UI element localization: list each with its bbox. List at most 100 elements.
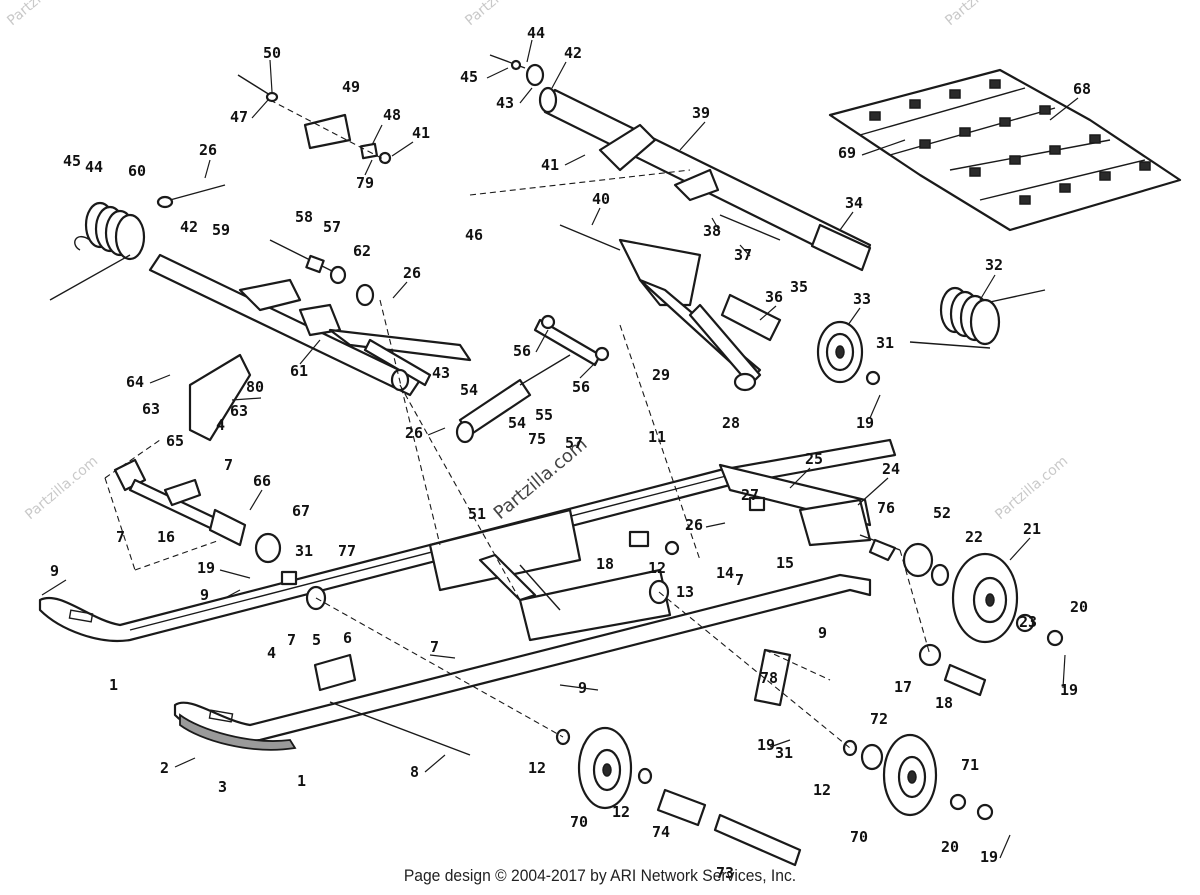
callout-9-left: 9 [50, 562, 59, 580]
rear-axle-wheel [859, 534, 1064, 697]
callout-60: 60 [128, 162, 146, 180]
callout-67: 67 [292, 502, 310, 520]
callout-68: 68 [1073, 80, 1091, 98]
callout-26-shock: 26 [405, 424, 423, 442]
callout-13: 13 [676, 583, 694, 601]
callout-23: 23 [1019, 613, 1037, 631]
callout-22: 22 [965, 528, 983, 546]
callout-12-lower: 12 [612, 803, 630, 821]
callout-7-left: 7 [116, 528, 125, 546]
callout-34: 34 [845, 194, 863, 212]
rear-upper-shaft [489, 54, 872, 272]
callout-77: 77 [338, 542, 356, 560]
callout-62: 62 [353, 242, 371, 260]
callout-1-upper: 1 [109, 676, 118, 694]
watermark-right: Partzilla.com [992, 453, 1071, 523]
callout-51: 51 [468, 505, 486, 523]
callout-40: 40 [592, 190, 610, 208]
callout-73: 73 [716, 864, 734, 882]
callout-15: 15 [776, 554, 794, 572]
callout-7-frame: 18 [596, 555, 614, 573]
callout-66: 66 [253, 472, 271, 490]
callout-72: 72 [870, 710, 888, 728]
callout-58: 58 [295, 208, 313, 226]
callout-19-last: 19 [980, 848, 998, 866]
callout-70-right: 70 [850, 828, 868, 846]
callout-78: 78 [760, 669, 778, 687]
callout-47: 47 [230, 108, 248, 126]
callout-63-right: 63 [230, 402, 248, 420]
callout-29: 29 [652, 366, 670, 384]
callout-31-bottom: 31 [775, 744, 793, 762]
callout-26-mid: 26 [403, 264, 421, 282]
frame-crossmembers [280, 463, 872, 692]
callout-35: 35 [790, 278, 808, 296]
decal-49 [237, 74, 392, 165]
callout-20-bottom: 20 [941, 838, 959, 856]
callout-20-right: 20 [1070, 598, 1088, 616]
callout-3: 3 [218, 778, 227, 796]
callout-63-left: 63 [142, 400, 160, 418]
callout-31-left: 31 [295, 542, 313, 560]
callout-19-left: 19 [197, 559, 215, 577]
callout-65: 65 [166, 432, 184, 450]
callout-5: 5 [312, 631, 321, 649]
callout-7-lower: 7 [430, 638, 439, 656]
callout-26-frame: 26 [685, 516, 703, 534]
copyright-footer: Page design © 2004-2017 by ARI Network S… [403, 866, 797, 885]
callout-54-lower: 54 [508, 414, 526, 432]
callout-41: 41 [412, 124, 430, 142]
callout-16: 16 [157, 528, 175, 546]
callout-19-upper: 19 [856, 414, 874, 432]
front-bracket [113, 353, 282, 564]
callout-21: 21 [1023, 520, 1041, 538]
callout-70-left: 70 [570, 813, 588, 831]
callout-43: 43 [496, 94, 514, 112]
callout-18: 18 [935, 694, 953, 712]
callout-9-right: 9 [818, 624, 827, 642]
callout-57: 57 [323, 218, 341, 236]
callout-45-left: 45 [63, 152, 81, 170]
callout-26: 26 [199, 141, 217, 159]
callout-24: 24 [882, 460, 900, 478]
callout-labels: 50 44 42 45 43 47 49 48 41 79 39 68 26 4… [50, 24, 1091, 882]
callout-71: 71 [961, 756, 979, 774]
slide-rail-inner [173, 573, 872, 756]
callout-37: 37 [734, 246, 752, 264]
callout-44: 44 [527, 24, 545, 42]
callout-45: 45 [460, 68, 478, 86]
callout-56-right: 56 [572, 378, 590, 396]
callout-42: 42 [564, 44, 582, 62]
callout-44-left: 44 [85, 158, 103, 176]
rear-arm [559, 214, 782, 392]
callout-8: 8 [410, 763, 419, 781]
callout-28: 28 [722, 414, 740, 432]
callout-50: 50 [263, 44, 281, 62]
callout-41-right: 41 [541, 156, 559, 174]
callout-32: 32 [985, 256, 1003, 274]
construction-lines [104, 169, 931, 749]
callout-49: 49 [342, 78, 360, 96]
callout-61: 61 [290, 362, 308, 380]
callout-54-upper: 54 [460, 381, 478, 399]
callout-56-left: 56 [513, 342, 531, 360]
callout-27: 27 [741, 486, 759, 504]
callout-38: 38 [703, 222, 721, 240]
wheel-33 [816, 320, 881, 386]
callout-19-bottom: 19 [757, 736, 775, 754]
callout-43-mid: 43 [432, 364, 450, 382]
callout-6: 6 [343, 629, 352, 647]
callout-14: 14 [716, 564, 734, 582]
callout-64: 64 [126, 373, 144, 391]
callout-74: 74 [652, 823, 670, 841]
callout-59: 59 [212, 221, 230, 239]
track-section [828, 68, 1182, 232]
callout-75: 75 [528, 430, 546, 448]
callout-4-upper: 4 [216, 416, 225, 434]
callout-39: 39 [692, 104, 710, 122]
callout-76: 76 [877, 499, 895, 517]
callout-1-lower: 1 [297, 772, 306, 790]
callout-9-mid: 9 [200, 586, 209, 604]
callout-80: 80 [246, 378, 264, 396]
